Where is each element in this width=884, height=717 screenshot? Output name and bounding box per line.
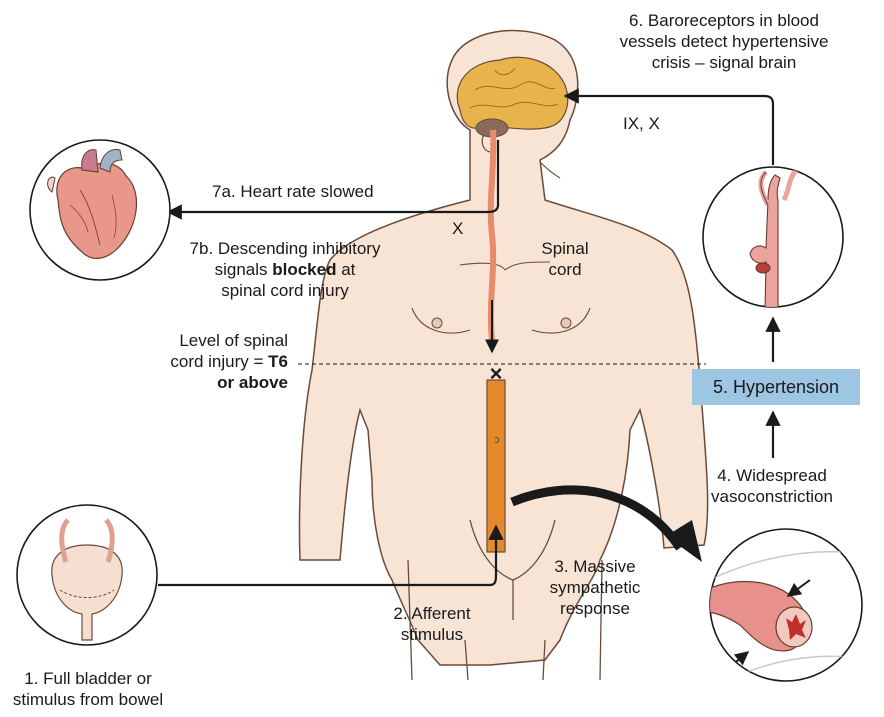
cranial-nerves-label: IX, X [623,113,660,134]
aorta-circle [703,167,843,310]
injury-x-mark: × [490,361,503,386]
artery-circle [705,529,870,690]
right-nipple [561,318,571,328]
step6-label: 6. Baroreceptors in blood vessels detect… [594,10,854,73]
step1-label: 1. Full bladder or stimulus from bowel [0,668,176,710]
step3-label: 3. Massive sympathetic response [530,556,660,619]
brain-icon [457,57,567,137]
step7b-label: 7b. Descending inhibitory signals blocke… [170,238,400,301]
bladder-circle [17,505,157,645]
hypertension-box: 5. Hypertension [692,369,860,405]
step2-label: 2. Afferent stimulus [362,603,502,645]
chin-line [540,162,560,178]
left-nipple [432,318,442,328]
injury-level-label: Level of spinal cord injury = T6 or abov… [160,330,288,393]
step7a-label: 7a. Heart rate slowed [212,181,374,202]
spinal-cord-label: Spinal cord [530,238,600,280]
heart-circle [30,140,170,280]
step4-label: 4. Widespread vasoconstriction [672,465,872,507]
baroreceptor-arrow [565,96,773,165]
vagus-x-label: X [452,218,463,239]
